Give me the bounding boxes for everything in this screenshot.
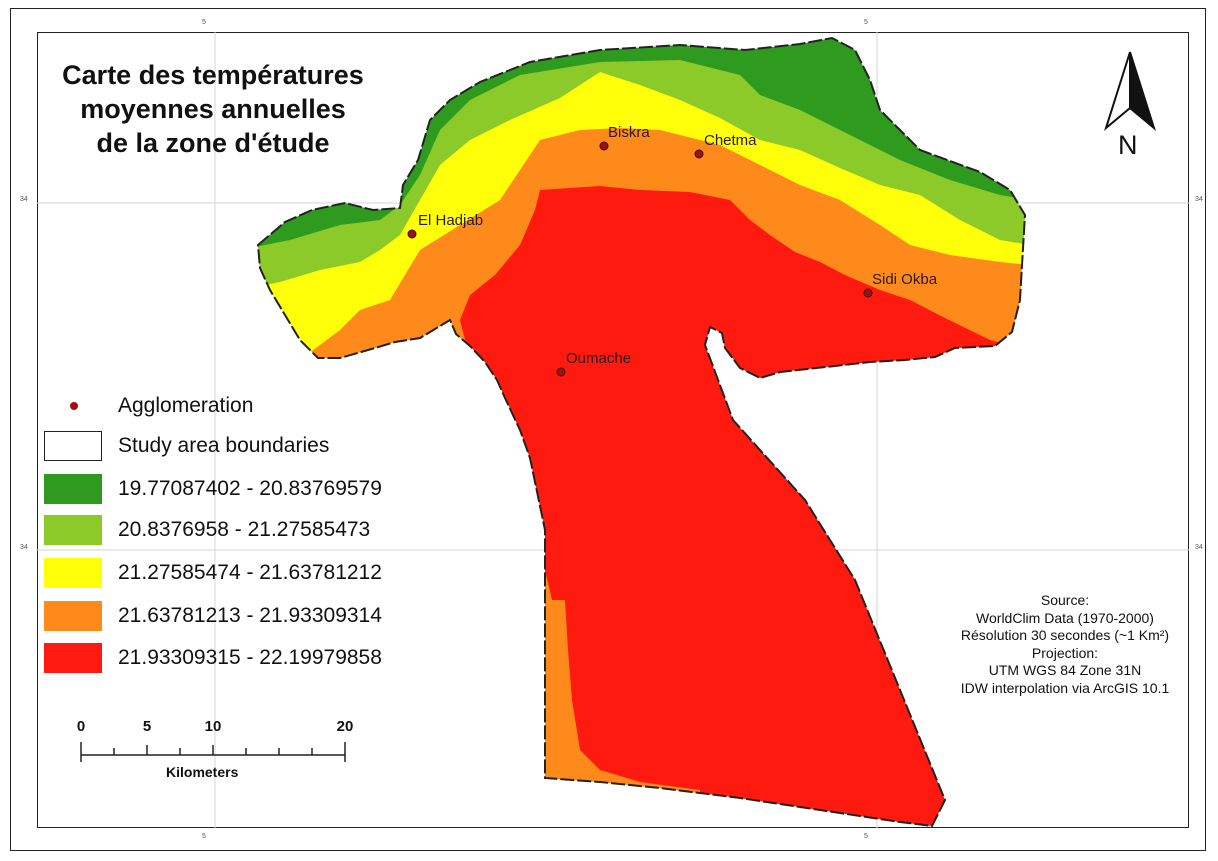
legend-item-class-1: 19.77087402 - 20.83769579 xyxy=(44,473,382,505)
place-label-sidi-okba: Sidi Okba xyxy=(872,271,938,288)
map-inner-frame xyxy=(37,32,1189,828)
place-label-biskra: Biskra xyxy=(608,124,650,141)
source-line-2: WorldClim Data (1970-2000) xyxy=(976,609,1154,626)
place-label-chetma: Chetma xyxy=(704,132,757,149)
legend-label-class-3: 21.27585474 - 21.63781212 xyxy=(118,561,382,584)
source-line-4: Projection: xyxy=(1031,644,1099,661)
map-title: Carte des températures moyennes annuelle… xyxy=(48,58,378,160)
legend-label-boundaries: Study area boundaries xyxy=(118,434,330,457)
grid-label-left-bottom: 34 xyxy=(20,544,28,551)
map-title-line-2: moyennes annuelles xyxy=(80,94,346,124)
legend-item-class-2: 20.8376958 - 21.27585473 xyxy=(44,514,370,546)
grid-label-left-top: 34 xyxy=(20,196,28,203)
source-note: Source: WorldClim Data (1970-2000) Résol… xyxy=(880,592,1218,697)
map-title-line-1: Carte des températures xyxy=(62,60,364,90)
legend-swatch-class-4 xyxy=(44,601,102,631)
agglomeration-point-biskra xyxy=(599,141,609,151)
legend-item-class-5: 21.93309315 - 22.19979858 xyxy=(44,642,382,674)
place-label-oumache: Oumache xyxy=(566,350,632,367)
agglomeration-point-chetma xyxy=(694,149,704,159)
map-title-line-3: de la zone d'étude xyxy=(96,128,330,158)
grid-label-top-left: 5 xyxy=(202,19,206,26)
grid-label-bottom-left: 5 xyxy=(202,833,206,840)
scale-bar-graphic xyxy=(80,742,346,762)
scale-tick-10: 10 xyxy=(204,718,222,735)
scale-tick-20: 20 xyxy=(336,718,354,735)
source-line-1: Source: xyxy=(1040,592,1090,608)
legend-swatch-class-2 xyxy=(44,515,102,545)
map-outer-frame xyxy=(10,8,1206,851)
legend-label-class-4: 21.63781213 - 21.93309314 xyxy=(118,604,382,627)
grid-label-bottom-right: 5 xyxy=(864,833,868,840)
north-arrow-icon xyxy=(1104,51,1156,131)
agglomeration-point-el-hadjab xyxy=(407,229,417,239)
source-line-6: IDW interpolation via ArcGIS 10.1 xyxy=(960,679,1170,696)
legend-swatch-class-5 xyxy=(44,643,102,673)
legend-swatch-class-3 xyxy=(44,558,102,588)
legend-item-boundaries: Study area boundaries xyxy=(44,430,329,462)
place-label-el-hadjab: El Hadjab xyxy=(418,212,484,229)
grid-label-top-right: 5 xyxy=(864,19,868,26)
agglomeration-points xyxy=(407,141,873,377)
legend-swatch-class-1 xyxy=(44,474,102,504)
legend-item-class-3: 21.27585474 - 21.63781212 xyxy=(44,557,382,589)
source-line-5: UTM WGS 84 Zone 31N xyxy=(988,662,1142,678)
legend-label-class-5: 21.93309315 - 22.19979858 xyxy=(118,646,382,669)
agglomeration-dot-icon xyxy=(70,402,78,410)
legend-label-agglomeration: Agglomeration xyxy=(118,394,254,417)
grid-label-right-top: 34 xyxy=(1195,196,1203,203)
source-line-3: Résolution 30 secondes (~1 Km²) xyxy=(960,627,1170,643)
legend-swatch-boundaries xyxy=(44,431,102,461)
legend-label-class-2: 20.8376958 - 21.27585473 xyxy=(118,518,371,541)
agglomeration-point-oumache xyxy=(556,367,566,377)
agglomeration-point-sidi-okba xyxy=(863,288,873,298)
north-label: N xyxy=(1118,130,1138,160)
legend-label-class-1: 19.77087402 - 20.83769579 xyxy=(118,477,382,500)
study-area-boundary xyxy=(256,36,1027,828)
legend-item-agglomeration: Agglomeration xyxy=(44,390,253,422)
scale-tick-0: 0 xyxy=(76,718,86,735)
grid-label-right-bottom: 34 xyxy=(1195,544,1203,551)
scale-tick-5: 5 xyxy=(142,718,152,735)
scale-unit: Kilometers xyxy=(166,764,239,780)
legend-item-class-4: 21.63781213 - 21.93309314 xyxy=(44,600,382,632)
